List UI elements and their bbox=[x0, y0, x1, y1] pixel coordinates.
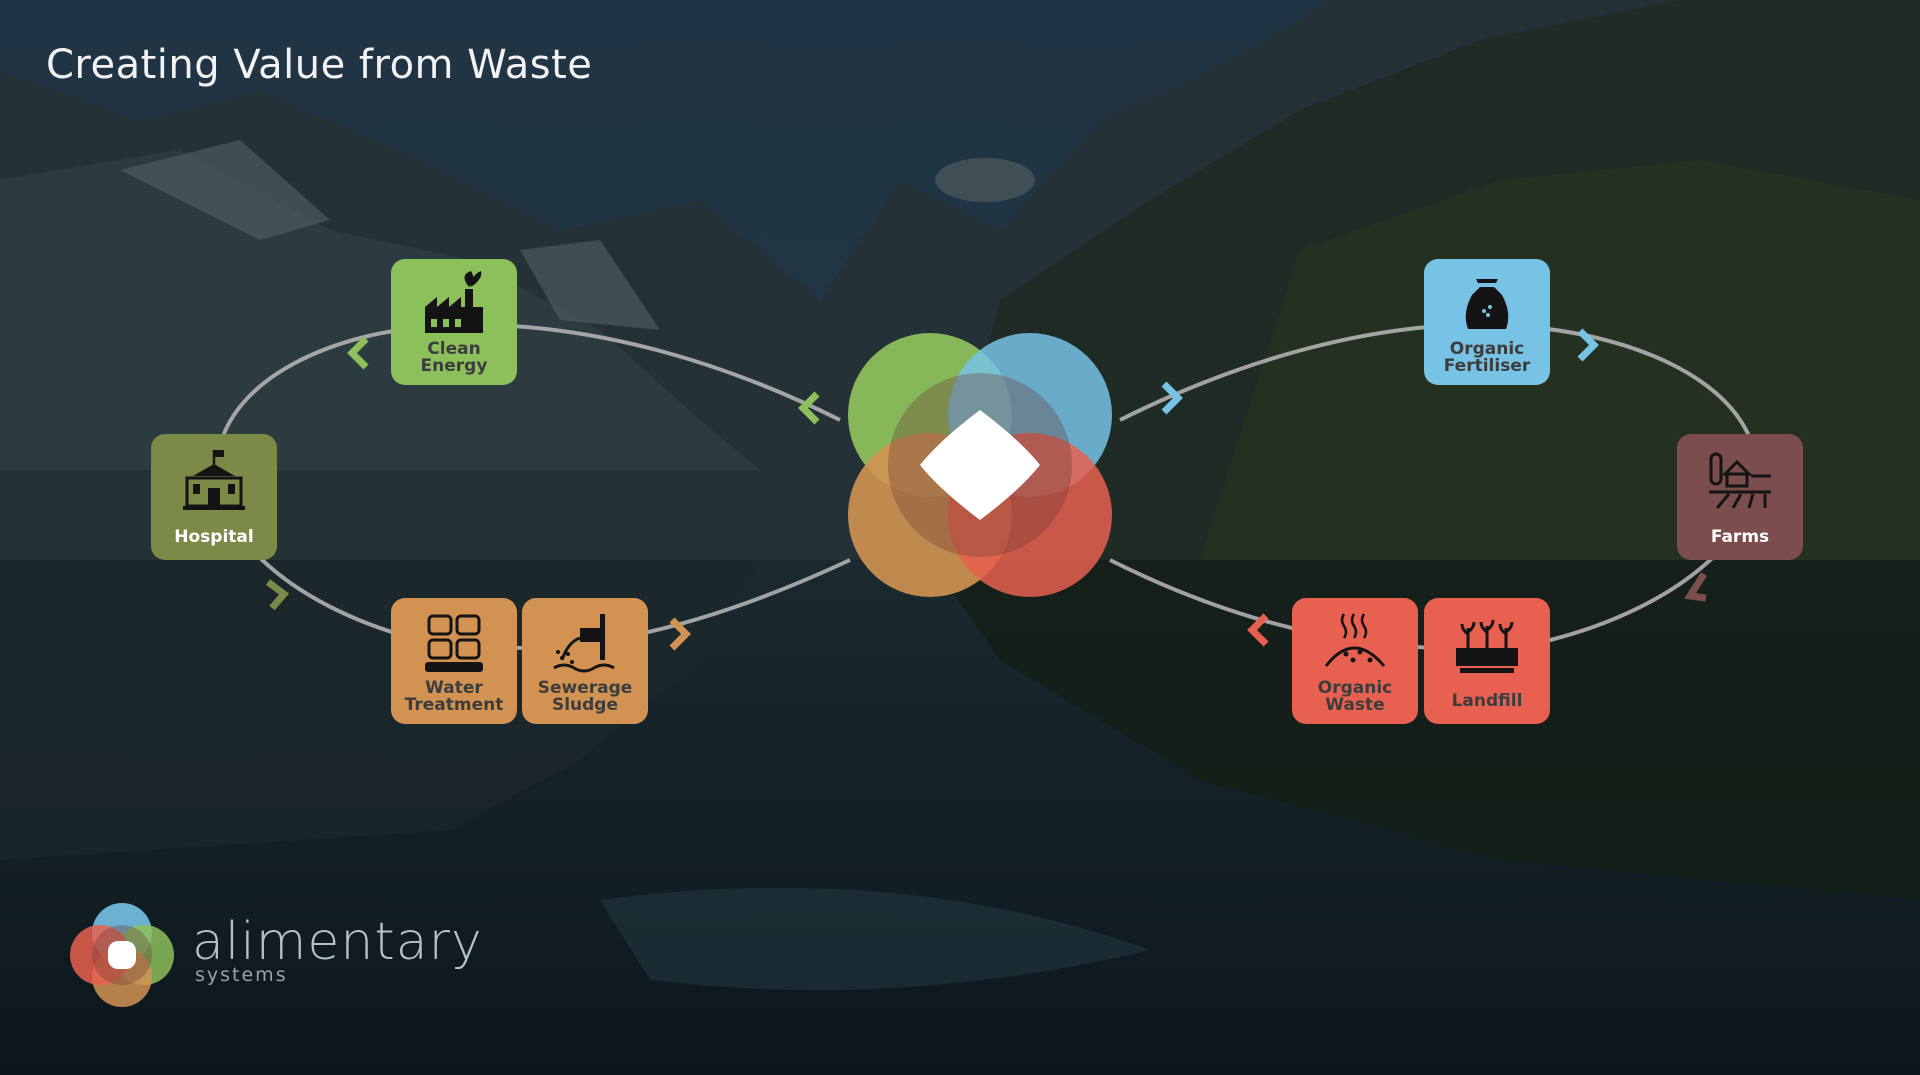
brand-name: alimentary bbox=[192, 912, 483, 972]
chevron-right-icon bbox=[1577, 328, 1599, 362]
node-label: Hospital bbox=[174, 527, 254, 547]
hospital-icon bbox=[183, 450, 245, 510]
landfill-icon bbox=[1456, 619, 1518, 673]
brand-tagline: systems bbox=[195, 964, 288, 986]
node-label-line2: Treatment bbox=[404, 695, 504, 715]
node-label-line2: Sludge bbox=[551, 695, 619, 715]
node-label-line1: Organic bbox=[1317, 678, 1393, 698]
chevron-left-icon bbox=[347, 336, 369, 370]
page-title: Creating Value from Waste bbox=[46, 42, 593, 88]
chevron-down-icon bbox=[265, 579, 290, 611]
fertiliser-bag-icon bbox=[1465, 279, 1509, 329]
node-label-line2: Energy bbox=[420, 356, 488, 376]
central-venn-logo bbox=[848, 333, 1112, 597]
node-label-line1: Sewerage bbox=[537, 678, 633, 698]
compost-heap-icon bbox=[1324, 613, 1386, 667]
node-label: Landfill bbox=[1451, 691, 1523, 711]
chevron-left-icon bbox=[798, 391, 820, 425]
node-label-line1: Clean bbox=[427, 339, 481, 359]
node-label-line1: Organic bbox=[1449, 339, 1525, 359]
node-label: Farms bbox=[1710, 527, 1770, 547]
node-farms: Farms bbox=[1677, 434, 1803, 560]
node-label-line2: Waste bbox=[1325, 695, 1385, 715]
node-label-line2: Fertiliser bbox=[1443, 356, 1531, 376]
chevron-left-icon bbox=[1247, 613, 1269, 647]
alimentary-logo bbox=[70, 903, 174, 1007]
sludge-pipe-icon bbox=[553, 614, 615, 673]
chevron-down-left-icon bbox=[1684, 572, 1707, 602]
node-label-line1: Water bbox=[425, 678, 483, 698]
node-hospital: Hospital bbox=[151, 434, 277, 560]
farm-barn-icon bbox=[1709, 452, 1771, 509]
factory-leaf-icon bbox=[425, 271, 483, 333]
chevron-right-icon bbox=[669, 617, 691, 651]
chevron-right-icon bbox=[1161, 381, 1183, 415]
node-landfill: Landfill bbox=[1424, 598, 1550, 724]
water-treatment-icon bbox=[425, 614, 483, 672]
